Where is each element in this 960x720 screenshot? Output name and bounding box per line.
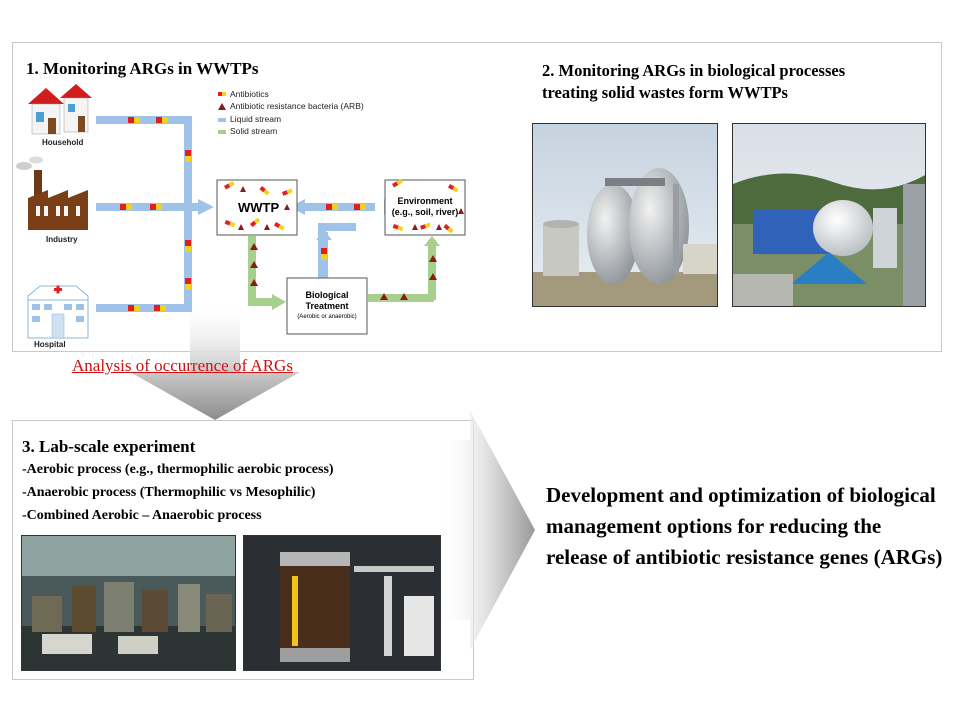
antibiotic-pills bbox=[120, 117, 366, 311]
industry-label: Industry bbox=[46, 235, 78, 244]
section3-item-anaerobic: -Anaerobic process (Thermophilic vs Meso… bbox=[22, 485, 316, 500]
wwtp-contents bbox=[224, 181, 293, 231]
house-icon bbox=[28, 84, 92, 135]
digester-photo-1 bbox=[532, 123, 718, 307]
environment-contents bbox=[392, 179, 464, 234]
egg-digester-icon bbox=[533, 124, 717, 306]
bio-line3: (Aerobic or anaerobic) bbox=[297, 314, 357, 320]
legend-arb: Antibiotic resistance bacteria (ARB) bbox=[230, 101, 364, 111]
legend-liquid: Liquid stream bbox=[230, 114, 282, 124]
solid-streams bbox=[248, 236, 440, 310]
section2-title-line2: treating solid wastes form WWTPs bbox=[542, 83, 788, 102]
lab-bench-icon bbox=[22, 536, 235, 670]
bio-label: Biological Treatment (Aerobic or anaerob… bbox=[287, 290, 367, 323]
legend-antibiotics: Antibiotics bbox=[230, 89, 269, 99]
wwtp-label: WWTP bbox=[238, 200, 280, 215]
section1-title: 1. Monitoring ARGs in WWTPs bbox=[26, 59, 259, 78]
factory-icon bbox=[16, 156, 88, 230]
legend bbox=[218, 92, 226, 134]
environment-label: Environment (e.g., soil, river) bbox=[385, 196, 465, 218]
arb-triangles bbox=[250, 243, 437, 300]
legend-solid: Solid stream bbox=[230, 126, 278, 136]
reactor-icon bbox=[244, 536, 440, 670]
section2-title: 2. Monitoring ARGs in biological process… bbox=[542, 60, 845, 104]
hospital-icon bbox=[27, 285, 89, 339]
bio-line2: Treatment bbox=[305, 301, 349, 311]
section3-item-aerobic: -Aerobic process (e.g., thermophilic aer… bbox=[22, 462, 334, 477]
hospital-label: Hospital bbox=[34, 340, 66, 349]
section3-title: 3. Lab-scale experiment bbox=[22, 437, 196, 456]
digester-photo-2 bbox=[732, 123, 926, 307]
section2-title-line1: 2. Monitoring ARGs in biological process… bbox=[542, 61, 846, 80]
section3-item-combined: -Combined Aerobic – Anaerobic process bbox=[22, 508, 262, 523]
analysis-link[interactable]: Analysis of occurrence of ARGs bbox=[72, 356, 293, 375]
bio-line1: Biological bbox=[305, 290, 349, 300]
environment-line1: Environment bbox=[397, 196, 453, 206]
household-label: Household bbox=[42, 138, 84, 147]
treatment-plant-icon bbox=[733, 124, 925, 306]
conclusion-text: Development and optimization of biologic… bbox=[546, 483, 943, 569]
bio-treatment-box bbox=[286, 277, 368, 335]
lab-photo-2 bbox=[243, 535, 441, 671]
lab-photo-1 bbox=[21, 535, 236, 671]
environment-line2: (e.g., soil, river) bbox=[391, 207, 459, 217]
